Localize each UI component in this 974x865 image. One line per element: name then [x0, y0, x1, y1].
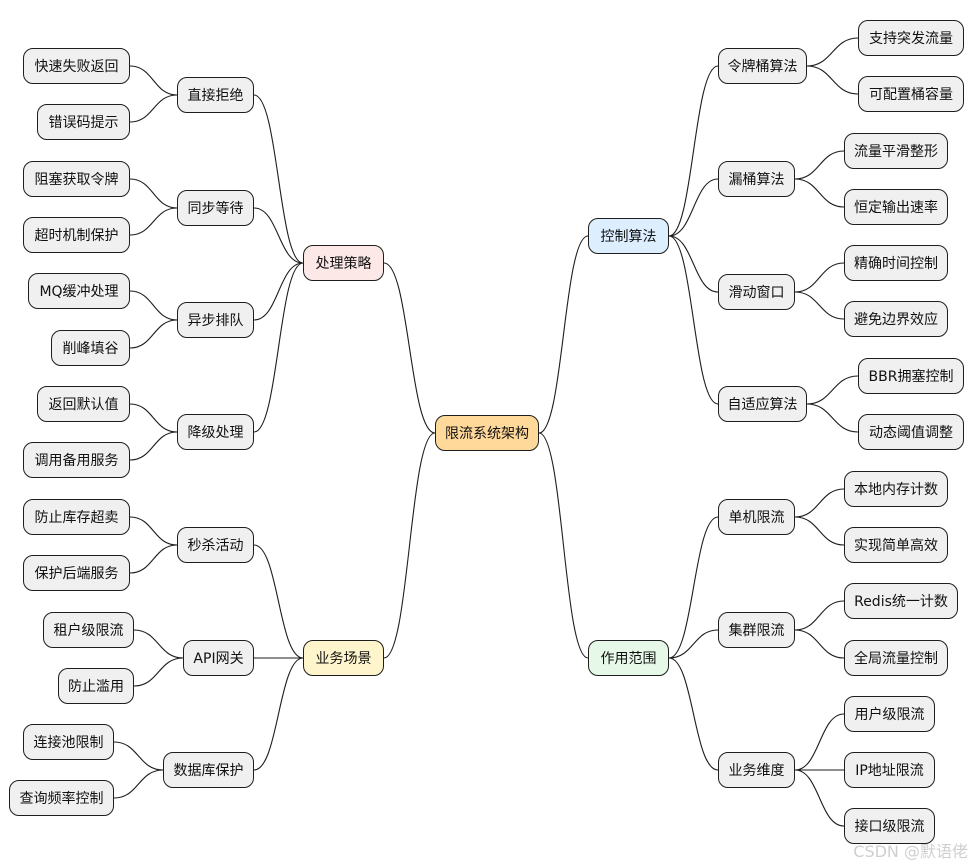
leaf-error-code: 错误码提示	[37, 104, 130, 140]
branch-control-algorithm: 控制算法	[588, 218, 669, 254]
leaf-peak-shaving: 削峰填谷	[51, 330, 130, 366]
leaf-mq-buffer: MQ缓冲处理	[28, 273, 130, 309]
leaf-api-limit: 接口级限流	[844, 808, 935, 844]
leaf-protect-backend: 保护后端服务	[23, 555, 130, 591]
connector-leaf-burst-support	[806, 37, 859, 67]
leaf-user-limit: 用户级限流	[844, 696, 935, 732]
connector-leaf-dynamic-threshold	[806, 403, 859, 433]
leaf-redis-counter: Redis统一计数	[844, 583, 958, 619]
node-adaptive: 自适应算法	[718, 386, 807, 422]
leaf-ip-limit: IP地址限流	[844, 752, 935, 788]
node-sync-wait: 同步等待	[177, 190, 254, 226]
connector-node-db-protect	[253, 657, 304, 771]
connector-leaf-backup-service	[129, 431, 178, 461]
connector-leaf-api-limit	[794, 769, 845, 827]
leaf-local-memory: 本地内存计数	[844, 471, 948, 507]
connector-root-branch-scope	[538, 432, 589, 659]
connector-node-flash-sale	[253, 544, 304, 659]
node-business-dimension: 业务维度	[718, 752, 795, 788]
leaf-bucket-capacity: 可配置桶容量	[858, 76, 964, 112]
node-direct-reject: 直接拒绝	[177, 77, 254, 113]
node-flash-sale: 秒杀活动	[177, 527, 254, 563]
connector-root-branch-business-scenario	[383, 432, 436, 659]
node-api-gateway: API网关	[183, 640, 254, 676]
node-token-bucket: 令牌桶算法	[718, 48, 807, 84]
branch-business-scenario: 业务场景	[303, 640, 384, 676]
connector-leaf-bbr-congestion	[806, 375, 859, 405]
connector-leaf-traffic-shaping	[794, 150, 845, 180]
connector-node-token-bucket	[668, 65, 719, 237]
leaf-conn-pool: 连接池限制	[23, 724, 114, 760]
connector-leaf-local-memory	[794, 488, 845, 518]
connector-leaf-bucket-capacity	[806, 65, 859, 95]
connector-leaf-peak-shaving	[129, 319, 178, 349]
connector-leaf-error-code	[129, 94, 178, 123]
branch-handling-strategy: 处理策略	[303, 245, 384, 281]
node-degrade: 降级处理	[177, 414, 254, 450]
watermark: CSDN @默语佬	[853, 842, 968, 861]
connector-node-business-dimension	[668, 657, 719, 771]
leaf-timeout-protect: 超时机制保护	[23, 217, 130, 253]
leaf-prevent-abuse: 防止滥用	[58, 668, 134, 704]
node-db-protect: 数据库保护	[163, 752, 254, 788]
leaf-traffic-shaping: 流量平滑整形	[844, 133, 948, 169]
leaf-default-value: 返回默认值	[37, 386, 130, 422]
node-cluster: 集群限流	[718, 612, 795, 648]
node-leaky-bucket: 漏桶算法	[718, 161, 795, 197]
leaf-boundary-effect: 避免边界效应	[844, 301, 948, 337]
connector-leaf-prevent-abuse	[133, 657, 184, 687]
leaf-block-token: 阻塞获取令牌	[23, 161, 130, 197]
connector-leaf-fast-fail	[129, 65, 178, 96]
connector-node-leaky-bucket	[668, 178, 719, 237]
connector-leaf-global-traffic	[794, 629, 845, 659]
connector-leaf-default-value	[129, 403, 178, 433]
connector-node-direct-reject	[253, 94, 304, 264]
connector-node-sliding-window	[668, 235, 719, 293]
connector-leaf-constant-rate	[794, 178, 845, 208]
node-standalone: 单机限流	[718, 499, 795, 535]
connector-leaf-block-token	[129, 178, 178, 209]
root-node: 限流系统架构	[435, 415, 539, 451]
leaf-query-rate: 查询频率控制	[9, 780, 114, 816]
connector-node-sync-wait	[253, 207, 304, 264]
connector-leaf-tenant-limit	[133, 629, 184, 659]
connector-node-degrade	[253, 262, 304, 433]
connector-leaf-user-limit	[794, 713, 845, 771]
connector-leaf-boundary-effect	[794, 291, 845, 320]
branch-scope: 作用范围	[588, 640, 669, 676]
leaf-backup-service: 调用备用服务	[23, 442, 130, 478]
connector-leaf-prevent-oversell	[129, 516, 178, 546]
connector-node-async-queue	[253, 262, 304, 321]
connector-leaf-simple-efficient	[794, 516, 845, 546]
connector-root-branch-handling-strategy	[383, 262, 436, 434]
connector-root-branch-control-algorithm	[538, 235, 589, 434]
node-sliding-window: 滑动窗口	[718, 274, 795, 310]
connector-node-cluster	[668, 629, 719, 659]
leaf-global-traffic: 全局流量控制	[844, 640, 948, 676]
leaf-constant-rate: 恒定输出速率	[844, 189, 948, 225]
leaf-burst-support: 支持突发流量	[858, 20, 964, 56]
leaf-bbr-congestion: BBR拥塞控制	[858, 358, 964, 394]
connector-leaf-precise-time	[794, 262, 845, 293]
leaf-simple-efficient: 实现简单高效	[844, 527, 948, 563]
connector-leaf-mq-buffer	[129, 290, 178, 321]
leaf-precise-time: 精确时间控制	[844, 245, 948, 281]
connector-leaf-query-rate	[113, 769, 164, 799]
connector-node-standalone	[668, 516, 719, 659]
connector-leaf-conn-pool	[113, 741, 164, 771]
leaf-dynamic-threshold: 动态阈值调整	[858, 414, 964, 450]
leaf-fast-fail: 快速失败返回	[23, 48, 130, 84]
connector-leaf-redis-counter	[794, 600, 845, 631]
connector-leaf-timeout-protect	[129, 207, 178, 236]
leaf-prevent-oversell: 防止库存超卖	[23, 499, 130, 535]
connector-leaf-protect-backend	[129, 544, 178, 574]
node-async-queue: 异步排队	[177, 302, 254, 338]
connector-node-adaptive	[668, 235, 719, 405]
leaf-tenant-limit: 租户级限流	[43, 612, 134, 648]
